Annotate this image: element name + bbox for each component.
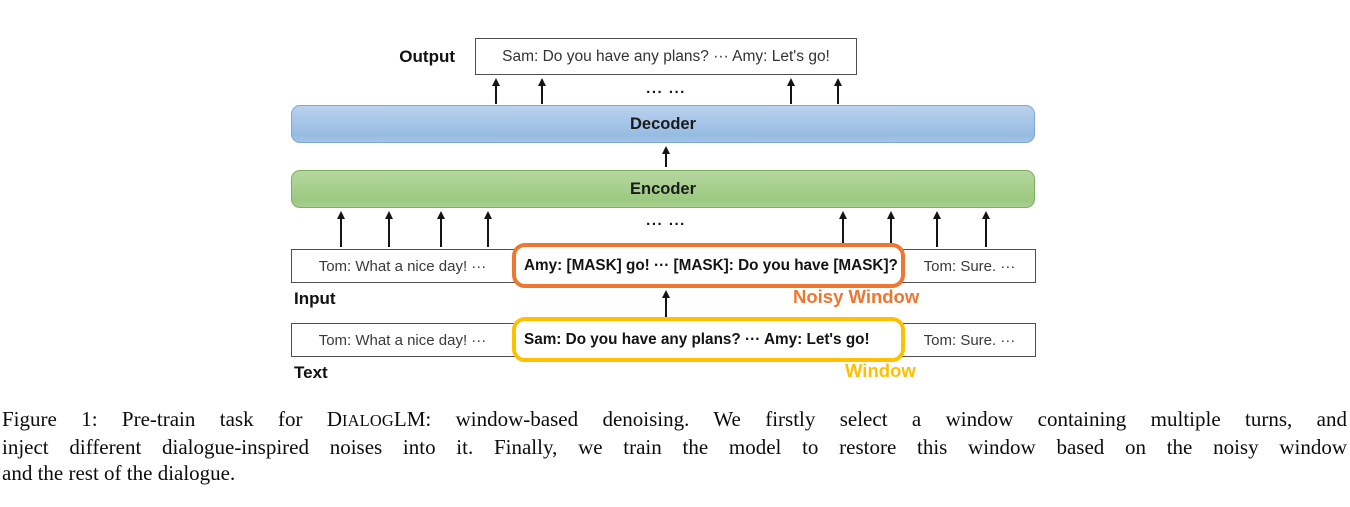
ellipsis-bottom: ... ... <box>646 212 686 229</box>
caption-line-1: Figure 1: Pre-train task for DIALOGLM: w… <box>2 407 1347 431</box>
up-arrow-icon <box>890 219 892 247</box>
up-arrow-icon <box>842 219 844 247</box>
up-arrow-icon <box>665 154 667 167</box>
noisy-window-text: Amy: [MASK] go! ··· [MASK]: Do you have … <box>524 256 898 274</box>
decoder-bar: Decoder <box>291 105 1035 143</box>
window-box: Sam: Do you have any plans? ··· Amy: Let… <box>512 317 905 362</box>
up-arrow-icon <box>790 86 792 104</box>
text-label: Text <box>294 363 328 382</box>
up-arrow-icon <box>837 86 839 104</box>
noisy-window-box: Amy: [MASK] go! ··· [MASK]: Do you have … <box>512 243 905 288</box>
up-arrow-icon <box>487 219 489 247</box>
output-box: Sam: Do you have any plans? ··· Amy: Let… <box>475 38 857 75</box>
window-label: Window <box>845 360 916 381</box>
decoder-label: Decoder <box>629 114 697 133</box>
up-arrow-icon <box>541 86 543 104</box>
output-label: Output <box>399 47 455 66</box>
up-arrow-icon <box>665 298 667 322</box>
caption-line-3: and the rest of the dialogue. <box>2 461 236 485</box>
window-text: Sam: Do you have any plans? ··· Amy: Let… <box>524 330 870 348</box>
input-left-text: Tom: What a nice day! ··· <box>318 257 487 275</box>
caption-line-2: inject different dialogue-inspired noise… <box>2 435 1347 459</box>
up-arrow-icon <box>388 219 390 247</box>
up-arrow-icon <box>985 219 987 247</box>
smallcaps-dialog: IALOG <box>342 411 394 430</box>
text-right-text: Tom: Sure. ··· <box>923 331 1016 349</box>
output-text: Sam: Do you have any plans? ··· Amy: Let… <box>502 47 830 65</box>
text-left-text: Tom: What a nice day! ··· <box>318 331 487 349</box>
up-arrow-icon <box>495 86 497 104</box>
noisy-window-label: Noisy Window <box>793 286 920 307</box>
up-arrow-icon <box>340 219 342 247</box>
encoder-label: Encoder <box>629 179 697 198</box>
figure-caption: Figure 1: Pre-train task for DIALOGLM: w… <box>2 406 1347 486</box>
up-arrow-icon <box>936 219 938 247</box>
input-label: Input <box>294 289 336 308</box>
encoder-bar: Encoder <box>291 170 1035 208</box>
ellipsis-top: ... ... <box>646 80 686 97</box>
input-right-text: Tom: Sure. ··· <box>923 257 1016 275</box>
up-arrow-icon <box>440 219 442 247</box>
